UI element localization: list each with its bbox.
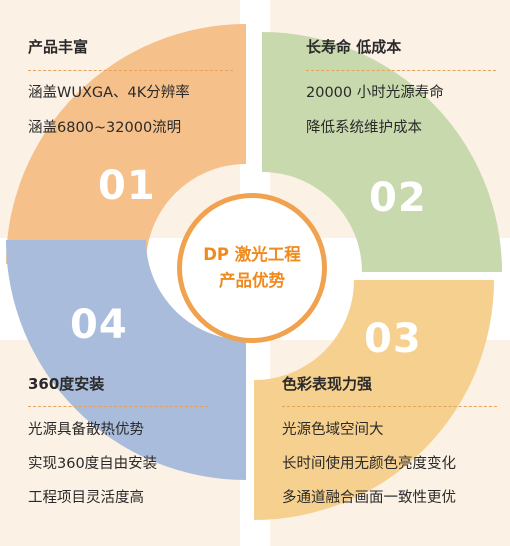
- number-02: 02: [369, 175, 427, 221]
- center-title: DP 激光工程: [203, 245, 301, 264]
- divider-01: [28, 70, 233, 71]
- feature-line: 实现360度自由安装: [28, 456, 158, 472]
- number-01: 01: [98, 163, 156, 209]
- center-subtitle: 产品优势: [219, 271, 285, 290]
- number-04: 04: [70, 302, 128, 348]
- feature-line: 涵盖WUXGA、4K分辨率: [28, 85, 190, 101]
- feature-line: 涵盖6800~32000流明: [28, 120, 182, 136]
- ring-segment-04: [6, 240, 246, 480]
- ring-segment-01: [6, 24, 246, 264]
- ring-segment-03: [254, 280, 494, 520]
- feature-title-04: 360度安装: [28, 375, 105, 393]
- feature-line: 光源色域空间大: [282, 422, 384, 438]
- number-03: 03: [364, 316, 422, 362]
- center-circle: DP 激光工程 产品优势: [177, 193, 327, 343]
- divider-02: [306, 70, 496, 71]
- feature-line: 工程项目灵活度高: [28, 490, 144, 506]
- feature-title-01: 产品丰富: [28, 38, 89, 56]
- feature-title-03: 色彩表现力强: [282, 375, 373, 393]
- ring-segment-02: [262, 32, 502, 272]
- feature-line: 多通道融合画面一致性更优: [282, 490, 456, 506]
- feature-line: 长时间使用无颜色亮度变化: [282, 456, 456, 472]
- feature-line: 降低系统维护成本: [306, 120, 422, 136]
- divider-04: [28, 406, 208, 407]
- feature-line: 20000 小时光源寿命: [306, 85, 444, 101]
- feature-title-02: 长寿命 低成本: [306, 38, 402, 56]
- feature-line: 光源具备散热优势: [28, 422, 144, 438]
- divider-03: [282, 406, 497, 407]
